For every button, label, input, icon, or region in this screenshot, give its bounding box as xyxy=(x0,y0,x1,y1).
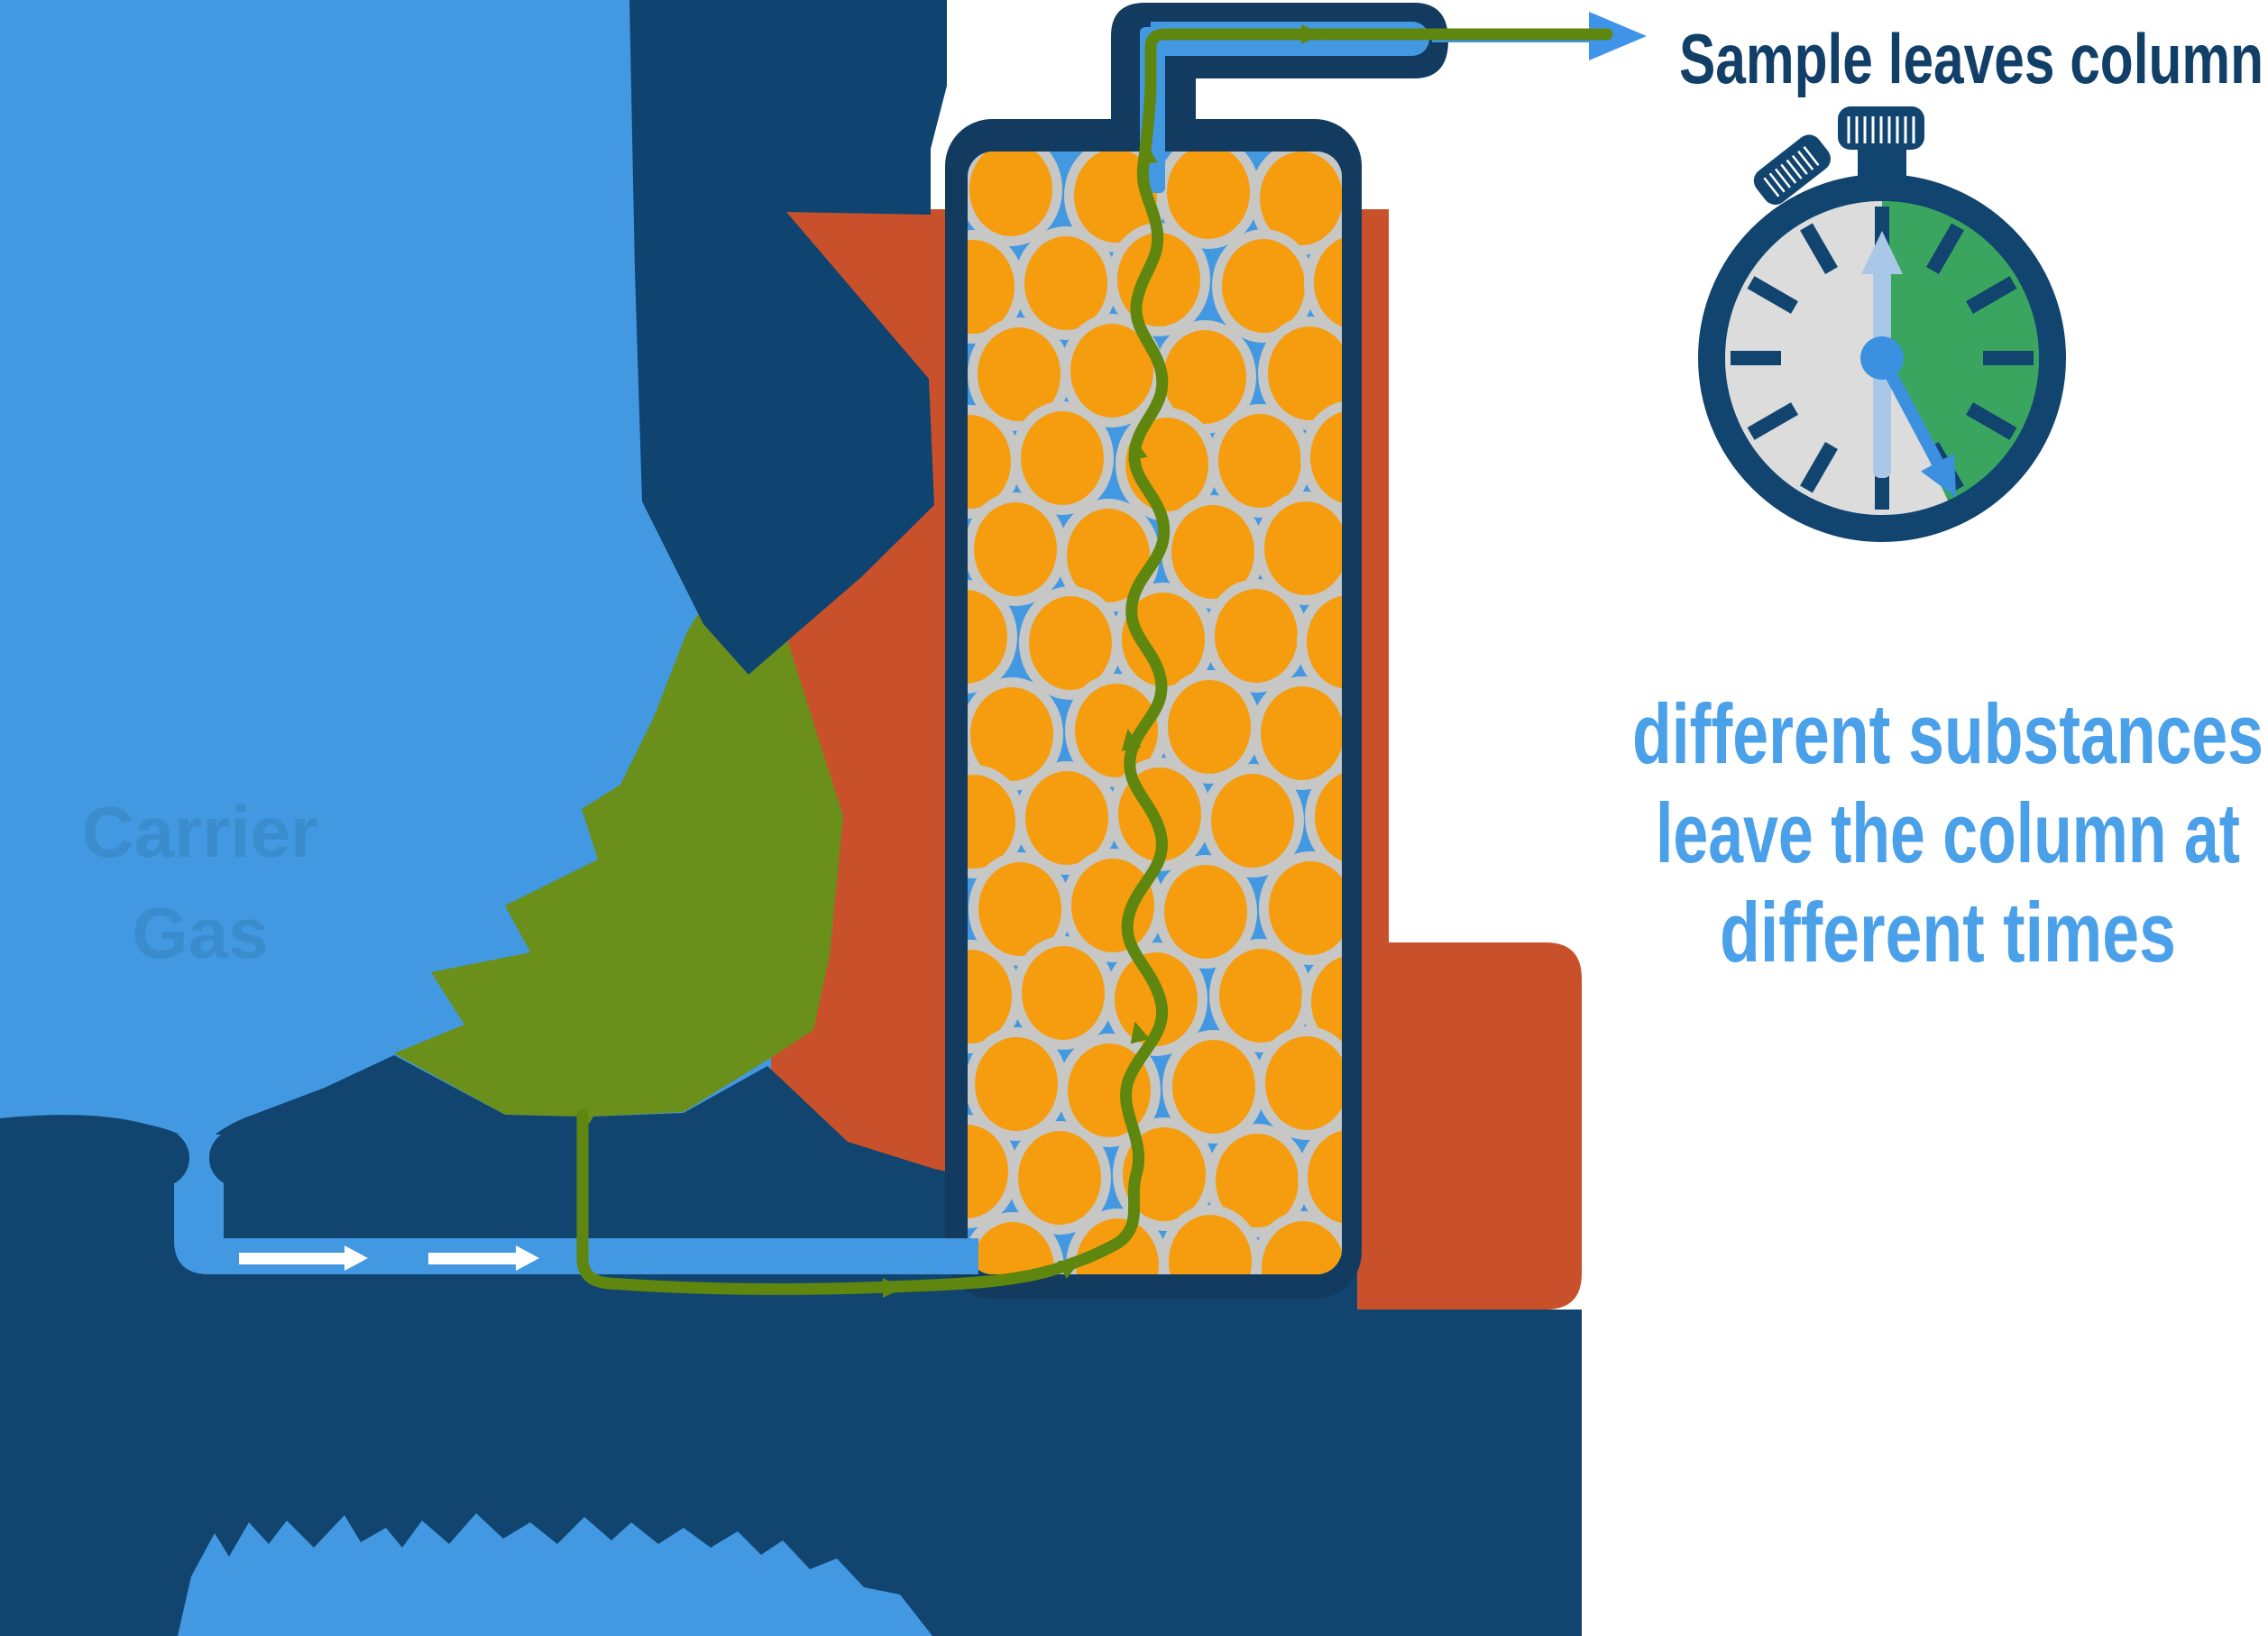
bead xyxy=(1022,946,1105,1040)
bead xyxy=(1172,1040,1255,1134)
bead xyxy=(1310,410,1342,504)
sample-path-arrowhead xyxy=(1130,1021,1150,1044)
bead xyxy=(1222,239,1305,333)
bead xyxy=(1070,324,1153,418)
bead xyxy=(1029,596,1112,690)
bead xyxy=(970,687,1053,781)
stopwatch-tick xyxy=(1926,223,1964,275)
bead xyxy=(971,1222,1054,1274)
bead xyxy=(968,240,1015,334)
bead xyxy=(968,415,1011,509)
bead xyxy=(1215,589,1298,683)
bead xyxy=(1211,774,1294,868)
stopwatch-ring xyxy=(1698,174,2066,542)
bead xyxy=(968,775,1015,869)
bead xyxy=(1071,859,1154,952)
stopwatch-side-button xyxy=(1753,134,1831,205)
bead xyxy=(1268,326,1342,420)
bead xyxy=(1122,593,1205,686)
bead xyxy=(1168,680,1251,774)
bead xyxy=(1024,236,1107,330)
bead xyxy=(968,590,1007,684)
carrier-gas-tube xyxy=(174,1135,978,1274)
bead xyxy=(1269,861,1342,955)
caption-line-2: leave the column at xyxy=(1656,786,2240,880)
bead xyxy=(1021,411,1104,505)
column-beads xyxy=(968,152,1342,1274)
bead xyxy=(1311,955,1342,1049)
caption-line-1: different substances xyxy=(1632,686,2263,781)
stopwatch-tick xyxy=(1747,402,1799,440)
bead xyxy=(1261,686,1342,780)
bead xyxy=(975,1037,1058,1131)
bead xyxy=(968,950,1012,1043)
sample-mixture-blob xyxy=(394,577,843,1131)
stopwatch-tick xyxy=(1965,402,2017,440)
sample-path-arrowhead xyxy=(1058,1260,1081,1279)
bead xyxy=(1171,505,1254,599)
bead xyxy=(969,152,1052,236)
bead xyxy=(1163,330,1246,424)
bead xyxy=(968,1125,1008,1218)
bead xyxy=(1074,152,1157,243)
bead xyxy=(1265,1036,1342,1130)
bead xyxy=(1067,509,1150,602)
bead xyxy=(1025,771,1108,865)
bead xyxy=(1262,1221,1342,1274)
bead xyxy=(978,862,1061,956)
stopwatch-icon xyxy=(1698,106,2066,542)
sample-path xyxy=(576,28,1613,1295)
stopwatch-tick xyxy=(1747,276,1799,314)
stopwatch-center-dot xyxy=(1860,336,1904,380)
outlet-label: Sample leaves column xyxy=(1679,19,2263,98)
sample-path-arrowhead xyxy=(1137,142,1158,164)
stopwatch-tick xyxy=(1800,441,1838,493)
bead xyxy=(1314,235,1342,329)
carrier-gas-label-line1: Carrier xyxy=(82,792,318,872)
bead xyxy=(1216,1134,1299,1227)
sample-path-arrowhead xyxy=(1121,729,1142,751)
bead xyxy=(1260,152,1342,245)
injector-abstract-shape xyxy=(629,0,947,675)
caption-line-3: different times xyxy=(1720,885,2176,979)
sample-path-arrowhead xyxy=(883,1278,904,1298)
bead xyxy=(1167,152,1250,239)
bead xyxy=(1076,1218,1159,1274)
bead xyxy=(974,502,1057,596)
bead xyxy=(1315,770,1342,864)
bead xyxy=(1219,949,1302,1043)
flow-arrow-icon xyxy=(239,1245,368,1271)
stopwatch-tick xyxy=(1965,276,2017,314)
tube-neck-right-bump xyxy=(209,1129,267,1187)
sample-path-arrowhead xyxy=(1128,438,1148,462)
flow-arrows xyxy=(239,1245,539,1271)
stopwatch-tick xyxy=(1800,223,1838,275)
sample-path-arrowheads xyxy=(883,24,1322,1298)
stopwatch-side-button-body xyxy=(1753,134,1831,205)
sample-path-arrowhead xyxy=(1301,24,1322,44)
stopwatch-ticks xyxy=(1731,207,2034,510)
flow-arrow-icon xyxy=(428,1245,539,1271)
bead xyxy=(1018,1131,1101,1225)
oven-shape-right-block xyxy=(1357,942,1582,1310)
bead xyxy=(978,327,1061,421)
bead xyxy=(1218,414,1301,508)
bead xyxy=(1164,865,1247,959)
separation-column xyxy=(945,119,1362,1299)
bottom-dome-shape xyxy=(178,1513,932,1636)
bead xyxy=(1169,1215,1252,1274)
stopwatch-crown-hatch xyxy=(1847,116,1915,143)
tube-neck-left-bump xyxy=(132,1129,189,1187)
bead xyxy=(1264,501,1342,595)
bead xyxy=(1308,1130,1342,1224)
bead xyxy=(1075,684,1158,777)
stopwatch-second-hand xyxy=(1873,346,1957,498)
bead xyxy=(1307,595,1342,689)
carrier-gas-label-line2: Gas xyxy=(132,893,268,973)
stopwatch-side-button-hatch xyxy=(1763,145,1820,198)
